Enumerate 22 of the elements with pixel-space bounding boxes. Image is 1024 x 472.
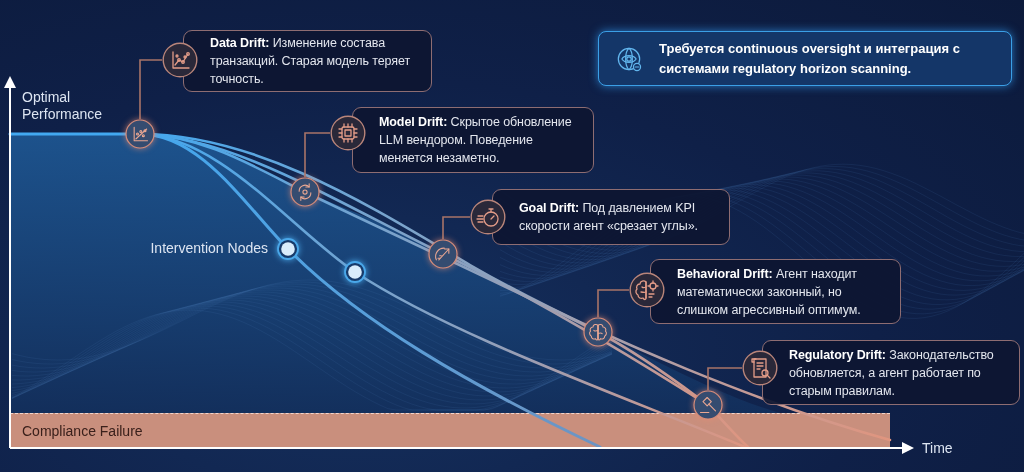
leader-line xyxy=(707,367,743,391)
leader-line xyxy=(304,132,331,178)
failure-band xyxy=(10,413,890,447)
scatter-chart-icon xyxy=(125,119,155,149)
axis-label: Time xyxy=(922,440,953,457)
note-text: Требуется continuous oversight и интеграция с системами regulatory horizon scanning. xyxy=(659,39,961,78)
gauge-icon xyxy=(428,239,458,269)
annotation-label: Intervention Nodes xyxy=(150,240,268,257)
callout-text: Behavioral Drift: Агент находит математически законный, но слишком агрессивный оптимум. xyxy=(677,265,862,319)
leader-line xyxy=(442,216,471,240)
callout-text: Regulatory Drift: Законодательство обновляется, а агент работает по старым правилам. xyxy=(789,346,995,400)
band-label: Compliance Failure xyxy=(22,422,143,439)
gavel-icon xyxy=(693,390,723,420)
note-box xyxy=(598,31,1012,86)
brain-icon xyxy=(583,317,613,347)
callout-text: Model Drift: Скрытое обновление LLM вендором. Поведение меняется незаметно. xyxy=(379,114,573,167)
cycle-arrows-icon xyxy=(290,177,320,207)
callout-text: Goal Drift: Под давлением KPI скорости агент «срезает углы». xyxy=(519,200,699,235)
callout-text: Data Drift: Изменение состава транзакций. Старая модель теряет точность. xyxy=(210,35,412,88)
leader-line xyxy=(597,289,630,318)
leader-line xyxy=(139,59,163,120)
axis-label: Optimal Performance xyxy=(22,89,104,123)
